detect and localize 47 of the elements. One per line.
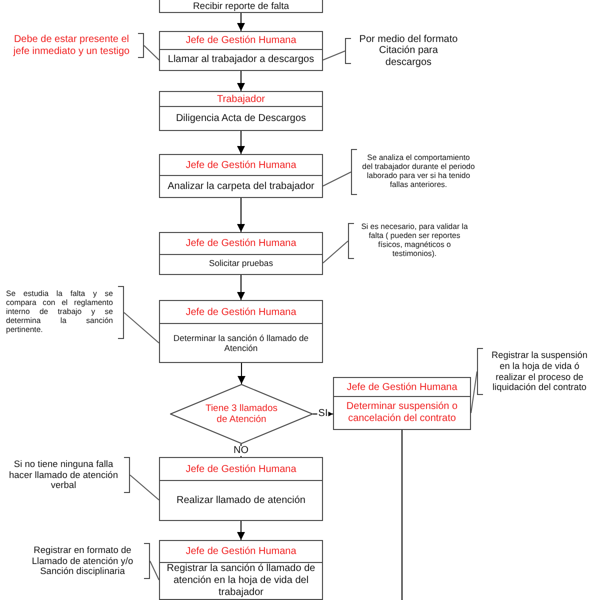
process-box — [159, 300, 323, 363]
annotation-text: Registrar en formato de Llamado de atención y/o Sanción disciplinaria — [30, 544, 134, 578]
process-box — [333, 377, 471, 430]
task-text: Determinar suspensión o cancelación del contrato — [345, 400, 459, 426]
leader-line — [322, 240, 348, 264]
task-text: Determinar la sanción ó llamado de Atención — [172, 332, 310, 355]
process-box: Recibir reporte de falta — [159, 0, 323, 13]
task-text: Analizar la carpeta del trabajador — [166, 180, 316, 194]
leader-line — [322, 172, 352, 186]
arrow — [237, 274, 245, 300]
arrow — [237, 70, 245, 92]
process-box — [159, 91, 323, 131]
task-text: Solicitar pruebas — [208, 257, 274, 270]
leader-line — [124, 312, 160, 344]
role-header: Jefe de Gestión Humana — [334, 378, 470, 397]
leader-line — [130, 474, 160, 500]
task-text: Realizar llamado de atención — [176, 494, 306, 508]
leader-line — [144, 45, 160, 60]
task-text: Registrar la sanción ó llamado de atención en la hoja de vida del trabajador — [166, 563, 316, 599]
role-header: Jefe de Gestión Humana — [160, 541, 322, 563]
decision-text: Tiene 3 llamados de Atención — [204, 402, 278, 426]
task-text: Diligencia Acta de Descargos — [174, 112, 308, 126]
arrow — [237, 198, 245, 232]
role-header: Jefe de Gestión Humana — [160, 301, 322, 324]
role-header: Trabajador — [160, 92, 322, 107]
edge-label: NO — [232, 446, 250, 456]
role-header: Jefe de Gestión Humana — [160, 155, 322, 176]
role-header: Jefe de Gestión Humana — [160, 32, 322, 50]
arrow — [238, 362, 246, 384]
edge-label: SI — [317, 409, 329, 419]
task-text: Llamar al trabajador a descargos — [166, 53, 316, 67]
process-box — [159, 540, 323, 600]
role-header: Jefe de Gestión Humana — [160, 458, 322, 481]
annotation-text: Por medio del formato Citación para descargos — [358, 34, 459, 68]
process-box — [159, 457, 323, 521]
annotation-text: Debe de estar presente el jefe inmediato y un testigo — [12, 34, 131, 57]
leader-line — [150, 560, 160, 580]
annotation-text: Si no tiene ninguna falla hacer llamado de atención verbal — [8, 458, 120, 492]
process-box — [159, 31, 323, 71]
leader-line — [322, 50, 346, 60]
process-box — [159, 232, 323, 275]
annotation-text: Registrar la suspensión en la hoja de vida ó realizar el proceso de liquidación del contrato — [490, 350, 588, 393]
arrow — [237, 12, 245, 32]
process-box — [159, 154, 323, 198]
role-header: Jefe de Gestión Humana — [160, 233, 322, 255]
arrow — [237, 130, 245, 154]
arrow — [237, 520, 245, 540]
